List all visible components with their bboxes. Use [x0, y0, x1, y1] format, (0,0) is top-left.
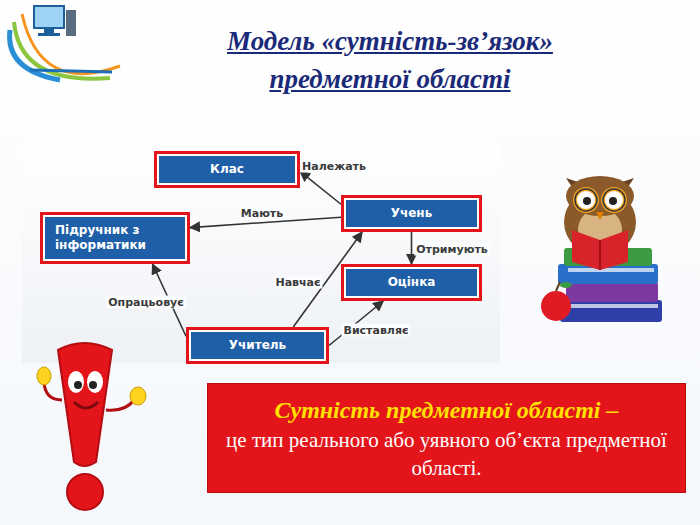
definition-box: Сутність предметної області –це тип реал… [207, 383, 686, 493]
relation-arrow [411, 232, 413, 264]
exclamation-character [37, 343, 146, 510]
entity-box: Клас [154, 151, 300, 188]
relation-label: Мають [239, 207, 285, 220]
relation-label: Виставляє [341, 324, 410, 337]
entity-box: Учень [341, 195, 482, 232]
entity-fill: Оцінка [346, 269, 477, 296]
entity-box: Оцінка [341, 264, 482, 301]
slide-title: Модель «сутність-зв’язок» предметної обл… [170, 22, 610, 98]
entity-box: Підручник з інформатики [40, 212, 190, 264]
diagram-panel [22, 143, 500, 363]
definition-text: це тип реального або уявного об’єкта пре… [226, 428, 667, 480]
relation-label: Належать [300, 160, 368, 173]
relation-label: Отримують [414, 243, 490, 256]
definition-text: Сутність предметної області – [222, 394, 671, 426]
entity-fill: Учень [346, 200, 477, 227]
relation-arrow [300, 171, 341, 204]
relation-label: Опрацьовує [106, 296, 186, 309]
entity-name: Учитель [229, 338, 286, 352]
entity-name: Підручник з інформатики [55, 223, 146, 252]
entity-fill: Клас [159, 156, 295, 183]
entity-box: Учитель [186, 327, 329, 364]
relation-label: Навчає [273, 276, 322, 289]
computer-logo [10, 6, 120, 80]
entity-fill: Учитель [191, 332, 324, 359]
owl-illustration [541, 176, 662, 322]
entity-fill: Підручник з інформатики [45, 217, 185, 259]
entity-name: Клас [210, 162, 244, 176]
entity-name: Учень [391, 206, 433, 220]
entity-name: Оцінка [388, 275, 436, 289]
